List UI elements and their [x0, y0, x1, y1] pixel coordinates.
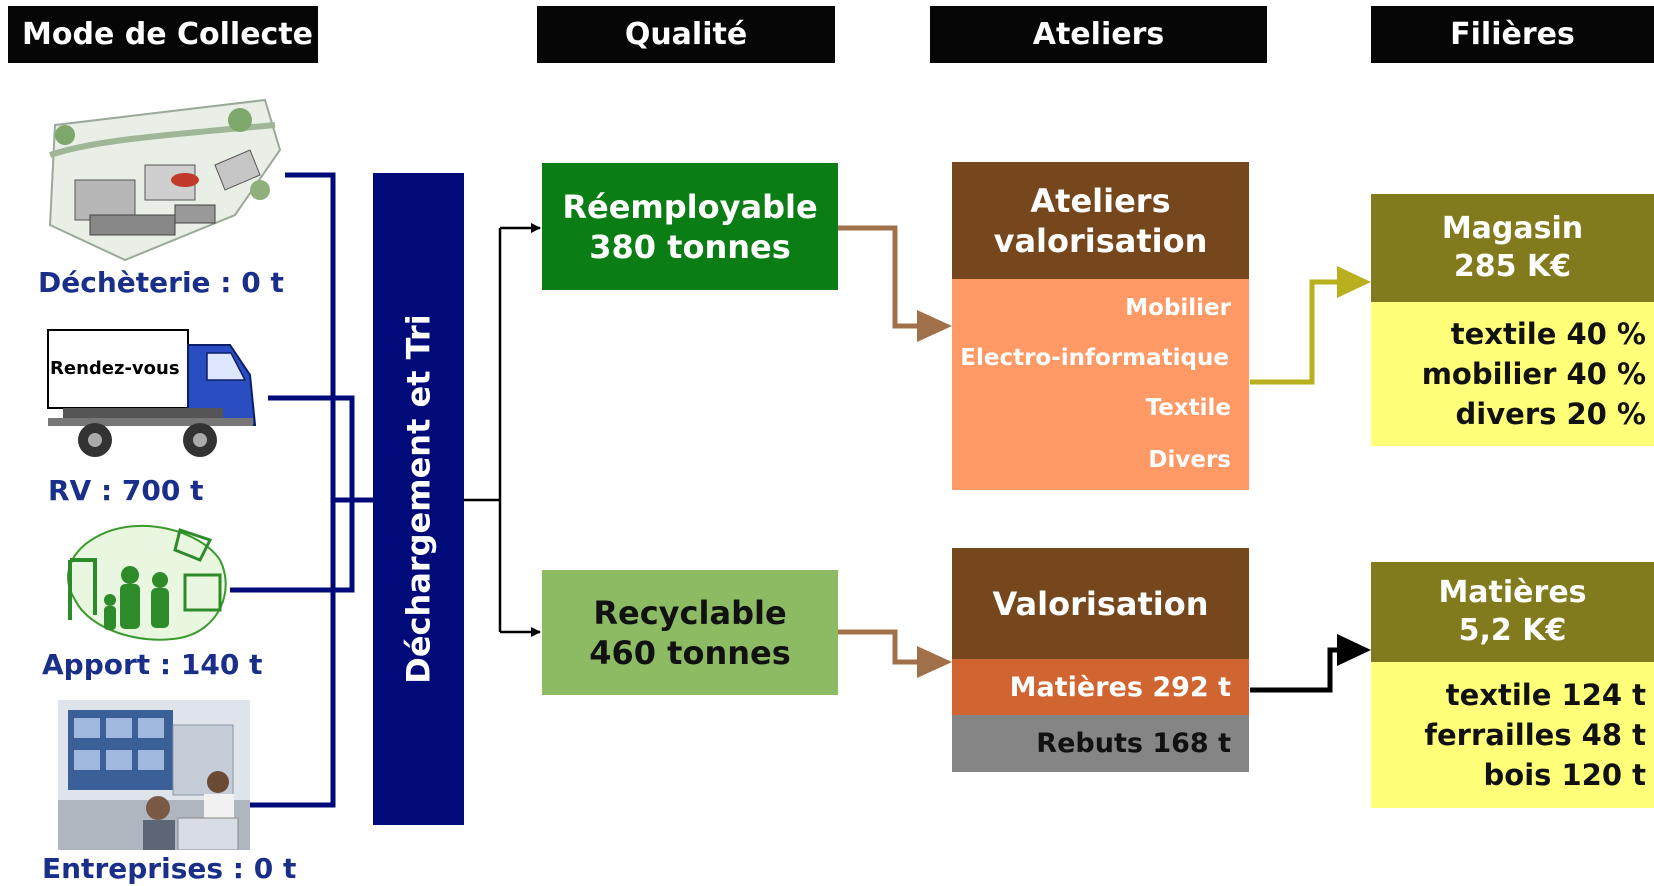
label-rv: RV : 700 t	[48, 474, 204, 507]
recyclable-box: Recyclable 460 tonnes	[542, 570, 838, 695]
valorisation-rebuts: Rebuts 168 t	[952, 715, 1249, 772]
decheterie-image	[35, 95, 285, 265]
atelier-item-textile: Textile	[1145, 395, 1231, 421]
truck-image	[45, 325, 270, 470]
reemployable-tonnage: 380 tonnes	[589, 227, 791, 266]
atelier-item-electro-informatique: Electro-informatique	[960, 345, 1229, 371]
reemployable-title: Réemployable	[562, 187, 818, 226]
wire-entreprises	[250, 590, 336, 808]
magasin-header: Magasin 285 K€	[1371, 194, 1654, 302]
recyclable-title: Recyclable	[593, 593, 787, 632]
recyclable-tonnage: 460 tonnes	[589, 633, 791, 672]
matieres-detail-textile: textile 124 t	[1445, 678, 1646, 712]
rebuts-tonnage: Rebuts 168 t	[1036, 728, 1231, 759]
ateliers-title: Ateliers	[1030, 181, 1171, 220]
valorisation-title: Valorisation	[992, 584, 1209, 623]
reemployable-box: Réemployable 380 tonnes	[542, 163, 838, 290]
arrow-ateliers-to-magasin	[1250, 279, 1350, 385]
label-apport: Apport : 140 t	[42, 648, 263, 681]
arrow-reemployable-to-ateliers	[838, 225, 932, 329]
wire-apport	[230, 500, 336, 593]
label-decheterie: Déchèterie : 0 t	[38, 266, 284, 299]
matieres-filiere-header: Matières 5,2 K€	[1371, 562, 1654, 662]
magasin-revenue: 285 K€	[1453, 249, 1572, 284]
matieres-tonnage: Matières 292 t	[1009, 671, 1231, 703]
matieres-detail-ferrailles: ferrailles 48 t	[1424, 718, 1646, 752]
magasin-detail-mobilier: mobilier 40 %	[1421, 357, 1646, 391]
arrow-recyclable-to-valorisation	[838, 629, 932, 665]
header-mode-de-collecte: Mode de Collecte	[8, 6, 318, 63]
matieres-filiere-details: textile 124 t ferrailles 48 t bois 120 t	[1371, 662, 1654, 808]
label-entreprises: Entreprises : 0 t	[42, 852, 297, 885]
dechargement-tri-bar: Déchargement et Tri	[373, 173, 464, 825]
wire-rv	[268, 395, 355, 593]
matieres-filiere-title: Matières	[1438, 575, 1587, 610]
header-qualite: Qualité	[537, 6, 835, 63]
magasin-title: Magasin	[1441, 211, 1584, 246]
entreprises-image	[58, 700, 250, 850]
matieres-detail-bois: bois 120 t	[1483, 758, 1646, 792]
dechargement-tri-label: Déchargement et Tri	[399, 314, 438, 684]
ateliers-items-panel: Mobilier Electro-informatique Textile Di…	[952, 279, 1249, 490]
header-ateliers: Ateliers	[930, 6, 1267, 63]
valorisation-header: Valorisation	[952, 548, 1249, 659]
ateliers-valorisation-header: Ateliers valorisation	[952, 162, 1249, 279]
truck-sign: Rendez-vous	[50, 358, 180, 379]
atelier-item-divers: Divers	[1148, 447, 1231, 473]
magasin-detail-divers: divers 20 %	[1455, 397, 1646, 431]
atelier-item-mobilier: Mobilier	[1125, 295, 1231, 321]
valorisation-matieres: Matières 292 t	[952, 659, 1249, 715]
magasin-detail-textile: textile 40 %	[1450, 317, 1646, 351]
matieres-filiere-revenue: 5,2 K€	[1458, 613, 1567, 648]
header-filieres: Filières	[1371, 6, 1654, 63]
magasin-details: textile 40 % mobilier 40 % divers 20 %	[1371, 302, 1654, 446]
ateliers-subtitle: valorisation	[993, 221, 1208, 260]
wire-decheterie	[285, 172, 373, 503]
apport-image	[60, 520, 235, 645]
arrow-matieres-to-filiere	[1250, 647, 1350, 693]
